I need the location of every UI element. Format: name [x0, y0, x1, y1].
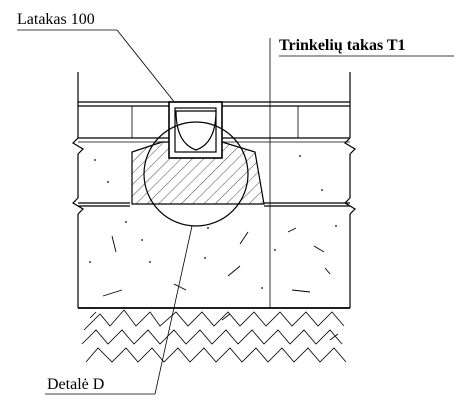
gutter-label: Latakas 100 — [17, 11, 95, 28]
detail-leader-line — [154, 225, 193, 395]
soil-base — [78, 307, 350, 363]
gutter-channel — [168, 101, 223, 159]
left-wall — [72, 72, 84, 308]
right-wall — [344, 72, 356, 308]
detail-circle — [143, 121, 249, 227]
detail-label: Detalė D — [47, 376, 104, 393]
foundation-marks — [89, 155, 337, 297]
path-label: Trinkelių takas T1 — [279, 37, 406, 54]
bedding-layer — [78, 202, 350, 207]
concrete-bedding — [131, 141, 265, 205]
